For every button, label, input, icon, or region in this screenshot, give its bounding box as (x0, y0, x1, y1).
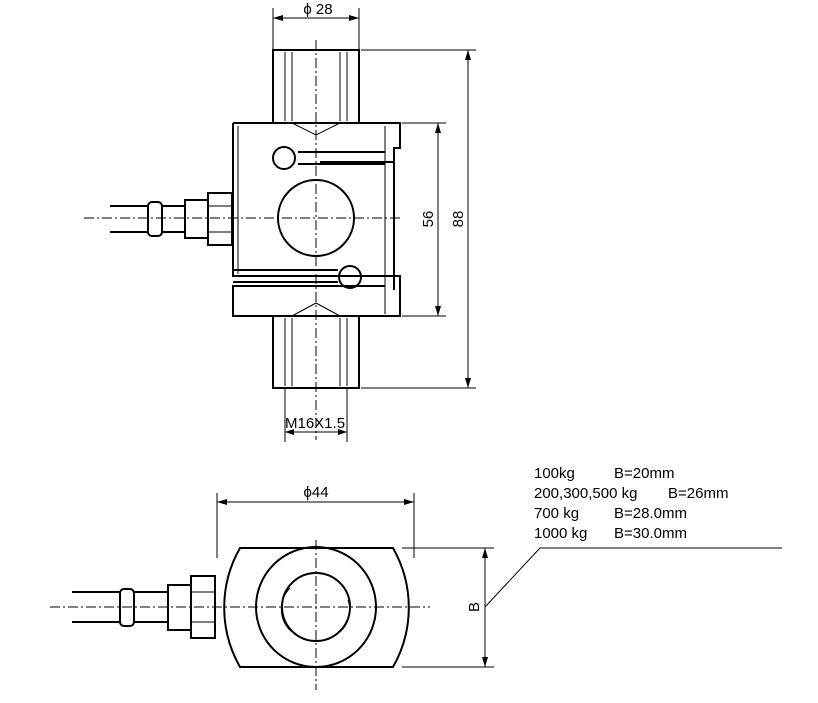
spec-row-b: B=30.0mm (614, 525, 687, 542)
spec-row-load: 700 kg (534, 505, 579, 522)
dimension-phi44: ϕ44 (216, 484, 415, 558)
dim-label-88: 88 (450, 211, 467, 228)
dimension-56: 56 (402, 122, 446, 317)
spec-row-load: 1000 kg (534, 525, 587, 542)
spec-row-load: 200,300,500 kg (534, 485, 637, 502)
spec-row-load: 100kg (534, 465, 575, 482)
dim-label-56: 56 (420, 211, 437, 228)
bottom-view: ϕ44 (50, 484, 782, 690)
dimension-thread: M16X1.5 (284, 388, 348, 442)
spec-row-b: B=28.0mm (614, 505, 687, 522)
dimension-b: B (402, 547, 782, 668)
spec-row-b: B=20mm (614, 465, 674, 482)
dim-label-phi28: ϕ 28 (303, 1, 332, 18)
front-view: ϕ 28 56 88 M16X1.5 (84, 1, 476, 442)
thread-label: M16X1.5 (285, 415, 345, 432)
spec-table: 100kg B=20mm 200,300,500 kg B=26mm 700 k… (534, 465, 728, 542)
dim-label-phi44: ϕ44 (303, 484, 328, 501)
spec-row-b: B=26mm (668, 485, 728, 502)
dim-label-b: B (466, 602, 483, 612)
cable-gland-front (110, 192, 233, 246)
dimension-88: 88 (361, 49, 476, 389)
dimension-phi28: ϕ 28 (272, 1, 360, 50)
